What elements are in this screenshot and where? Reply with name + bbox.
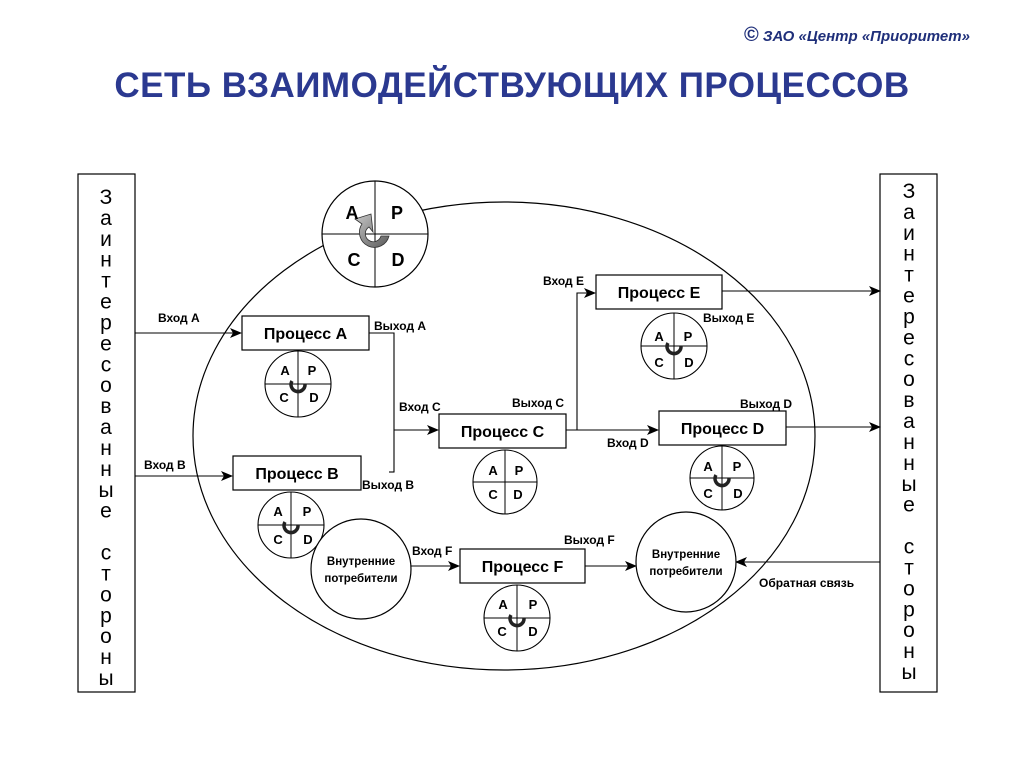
process-d-label: Процесс D [681,421,764,438]
internal-consumers-line2: потребители [649,566,722,578]
pdca-a-label: A [703,459,713,474]
pdca-c-label: C [488,487,498,502]
pdca-a-label: A [280,363,290,378]
cycle-arrow-icon [508,614,526,628]
pdca-d-label: D [392,250,405,270]
pdca-p-label: P [391,203,403,223]
copyright-text: ЗАО «Центр «Приоритет» [762,28,970,45]
internal-consumers-right: Внутренние потребители [635,511,737,613]
pdca-a-label: A [346,203,359,223]
cycle-arrow-icon [665,342,683,356]
output-d-label: Выход D [740,397,792,411]
copyright: © ЗАО «Центр «Приоритет» [744,24,1004,47]
process-f-label: Процесс F [482,559,564,576]
pdca-cycle-f: A P C D [483,584,551,652]
pdca-d-label: D [303,532,312,547]
pdca-d-label: D [513,487,522,502]
input-e-label: Вход E [543,274,584,288]
cycle-arrow-icon [282,521,300,535]
process-d-box[interactable]: Процесс D [658,410,787,446]
process-e-label: Процесс E [618,285,701,302]
copyright-symbol: © [744,24,759,46]
pdca-cycle-c: A P C D [472,449,538,515]
process-f-box[interactable]: Процесс F [459,548,586,584]
process-b-box[interactable]: Процесс B [232,455,362,491]
input-c-label: Вход C [399,400,441,414]
pdca-d-label: D [309,390,318,405]
page-title: СЕТЬ ВЗАИМОДЕЙСТВУЮЩИХ ПРОЦЕССОВ [114,66,910,105]
process-e-box[interactable]: Процесс E [595,274,723,310]
process-b-label: Процесс B [255,466,338,483]
input-a-label: Вход A [158,311,200,325]
flow-connectors [135,286,881,571]
pdca-cycle-b: A P C D [257,491,325,559]
pdca-a-label: A [488,463,498,478]
input-f-label: Вход F [412,544,452,558]
pdca-c-label: C [279,390,289,405]
internal-consumers-line1: Внутренние [327,556,395,568]
output-c-label: Выход C [512,396,564,410]
output-f-label: Выход F [564,533,615,547]
pdca-d-label: D [528,624,537,639]
pdca-c-label: C [348,250,361,270]
cycle-arrow-icon [354,213,390,248]
pdca-d-label: D [733,486,742,501]
output-b-label: Выход B [362,478,414,492]
internal-consumers-line1: Внутренние [652,549,720,561]
pdca-p-label: P [515,463,524,478]
process-c-label: Процесс C [461,424,545,441]
process-a-box[interactable]: Процесс A [241,315,370,351]
pdca-d-label: D [684,355,693,370]
internal-consumers-line2: потребители [324,573,397,585]
pdca-p-label: P [684,329,693,344]
pdca-p-label: P [733,459,742,474]
pdca-cycle-e: A P C D [640,312,708,380]
output-a-label: Выход A [374,319,426,333]
process-a-label: Процесс A [264,326,348,343]
main-pdca-cycle: A P C D [321,180,429,288]
pdca-a-label: A [498,597,508,612]
input-b-label: Вход B [144,458,186,472]
cycle-arrow-icon [289,380,307,394]
output-e-label: Выход E [703,311,754,325]
pdca-c-label: C [497,624,507,639]
right-stakeholders-box [879,173,938,693]
pdca-c-label: C [273,532,283,547]
feedback-label: Обратная связь [759,576,854,590]
pdca-cycle-d: A P C D [689,445,755,511]
pdca-c-label: C [703,486,713,501]
pdca-p-label: P [529,597,538,612]
organization-ellipse [192,201,816,671]
process-c-box[interactable]: Процесс C [438,413,567,449]
pdca-c-label: C [654,355,664,370]
pdca-p-label: P [303,504,312,519]
pdca-p-label: P [308,363,317,378]
pdca-a-label: A [273,504,283,519]
internal-consumers-left: Внутренние потребители [310,518,412,620]
cycle-arrow-icon [713,474,731,488]
pdca-a-label: A [654,329,664,344]
pdca-cycle-a: A P C D [264,350,332,418]
left-stakeholders-box [77,173,136,693]
input-d-label: Вход D [607,436,649,450]
